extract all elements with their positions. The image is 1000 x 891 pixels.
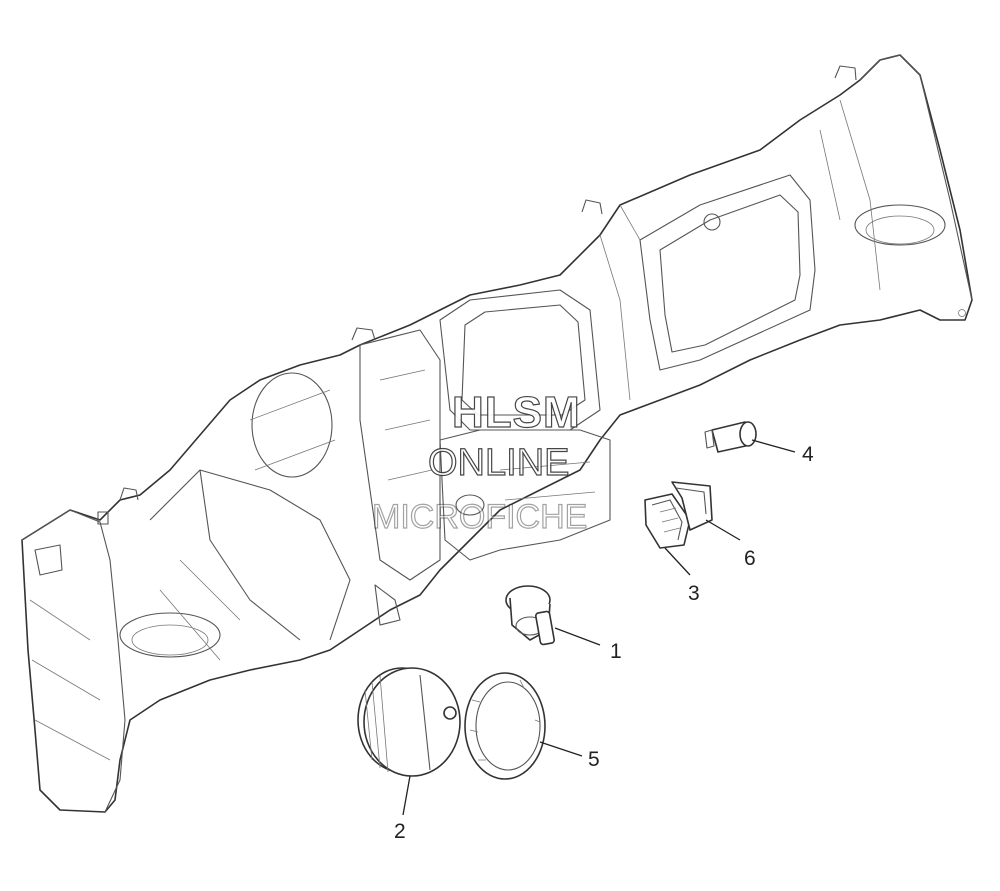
left-bay-contour [149, 469, 351, 641]
right-cup-holder [854, 204, 946, 246]
right-cup-holder-inner [865, 215, 935, 245]
left-mount-clip [97, 511, 109, 525]
callout-4: 4 [802, 443, 814, 466]
glovebox-latch [703, 213, 721, 231]
callout-5: 5 [588, 748, 600, 771]
glovebox-inner [659, 194, 801, 353]
callout-leaders [402, 439, 796, 816]
watermark-line2: ONLINE [428, 442, 569, 484]
right-mount-hole [958, 309, 966, 317]
left-vent [34, 544, 63, 576]
callout-1: 1 [610, 640, 622, 663]
switch-panel-lines [499, 461, 596, 501]
panel-outline [21, 54, 973, 813]
part-5-bezel-ring [464, 672, 546, 780]
center-column [359, 329, 441, 581]
glovebox-outer [639, 174, 816, 371]
callout-6: 6 [744, 547, 756, 570]
mount-tab-3 [834, 65, 857, 81]
leader-4 [751, 439, 796, 453]
watermark-title: HLSM [452, 388, 581, 437]
leader-1 [554, 627, 601, 646]
callout-2: 2 [394, 820, 406, 843]
watermark-line3: MICROFICHE [372, 498, 587, 536]
leader-6 [705, 519, 741, 541]
center-column-lines [379, 369, 433, 481]
dashboard-panel [21, 54, 973, 813]
part-6-switch-bezel [671, 481, 713, 531]
leader-2 [402, 775, 411, 816]
leader-5 [539, 741, 583, 757]
mount-tab-2 [581, 199, 603, 215]
watermark: HLSM ONLINE MICROFICHE [371, 387, 588, 536]
center-bracket [374, 584, 401, 626]
callout-3: 3 [688, 582, 700, 605]
part-2-gauge-housing [357, 667, 461, 777]
instrument-opening-outer [439, 289, 601, 431]
left-bay-fold [199, 469, 301, 641]
left-bay-lines [159, 559, 241, 661]
leader-3 [664, 547, 691, 576]
right-end-cap [859, 54, 973, 301]
left-cup-holder-inner [131, 624, 209, 656]
left-round-recess [251, 372, 333, 478]
part-4-power-outlet [704, 421, 757, 453]
left-end-cap [21, 509, 126, 813]
mount-tab-4 [119, 487, 139, 501]
instrument-opening-inner [461, 304, 586, 416]
mount-tab-1 [351, 327, 376, 341]
left-cap-ribs [29, 599, 111, 761]
glovebox-side-contours [599, 204, 641, 401]
part-3-rocker-switch [644, 493, 691, 549]
left-cup-holder [119, 612, 221, 658]
part-1-key-switch [505, 585, 555, 646]
switch-panel [439, 429, 611, 561]
recess-contours [249, 389, 336, 471]
switch-boss [455, 494, 485, 516]
right-cap-contours [819, 99, 881, 291]
